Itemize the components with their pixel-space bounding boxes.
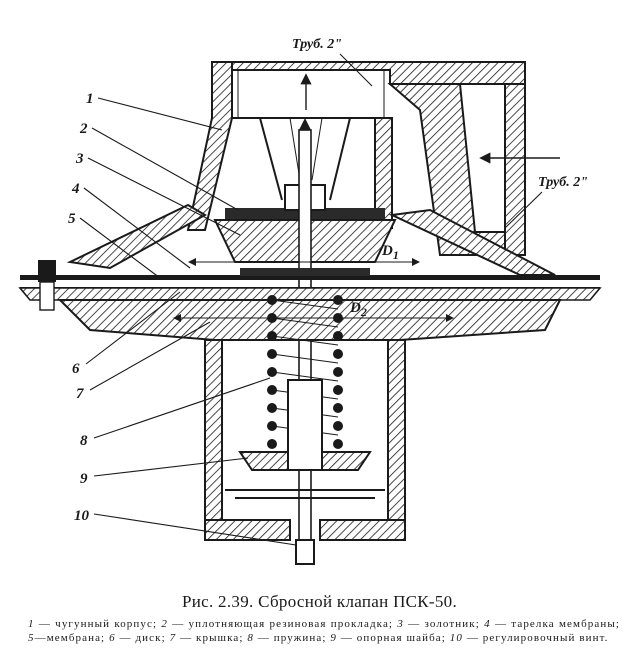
figure-legend: 1 — чугунный корпус; 2 — уплотняющая рез… [28,617,620,645]
legend-item-3: 3 — золотник; [397,618,485,630]
valve-cross-section-drawing: D1 D2 Труб. 2" Труб. 2" 1 2 3 4 5 6 7 8 … [18,37,602,565]
adjusting-screw [225,379,385,565]
membrane-assembly [18,260,602,311]
legend-item-5: 5—мембрана; [28,632,110,644]
part-label-4: 4 [71,181,80,197]
legend-item-1: 1 — чугунный корпус; [28,618,162,630]
svg-text:D2: D2 [349,300,367,319]
part-label-1: 1 [86,91,94,107]
pipe-label-right-group: Труб. 2" [504,175,588,229]
part-label-6: 6 [72,361,80,377]
part-labels: 1 2 3 4 5 6 7 8 9 10 [68,91,297,546]
figure-caption: Рис. 2.39. Сбросной клапан ПСК-50. [181,592,458,611]
svg-text:D1: D1 [381,243,399,262]
dim-d2-letter: D [349,300,361,316]
legend-item-2: 2 — уплотняющая резиновая прокладка; [161,618,398,630]
cast-iron-body [186,61,526,256]
part-label-10: 10 [74,508,90,524]
pipe-label-right: Труб. 2" [538,175,588,190]
part-label-9: 9 [80,471,88,487]
dim-d1-letter: D [381,243,393,259]
pipe-label-top: Труб. 2" [292,37,342,52]
legend-item-10: 10 — регулировочный винт. [449,632,609,644]
legend-item-9: 9 — опорная шайба; [330,632,450,644]
dimension-d1: D1 [188,243,420,266]
legend-item-8: 8 — пружина; [247,632,331,644]
dim-d1-sub: 1 [393,248,399,262]
legend-item-4: 4 — тарелка мембраны; [484,618,621,630]
part-label-2: 2 [79,121,88,137]
pipe-label-top-group: Труб. 2" [292,37,373,87]
dimension-d2: D2 [173,300,454,322]
legend-item-6: 6 — диск; [109,632,170,644]
part-label-5: 5 [68,211,76,227]
part-label-3: 3 [75,151,84,167]
part-label-8: 8 [80,433,88,449]
part-label-7: 7 [76,386,84,402]
cover [57,299,562,541]
dim-d2-sub: 2 [360,305,367,319]
legend-item-7: 7 — крышка; [169,632,248,644]
